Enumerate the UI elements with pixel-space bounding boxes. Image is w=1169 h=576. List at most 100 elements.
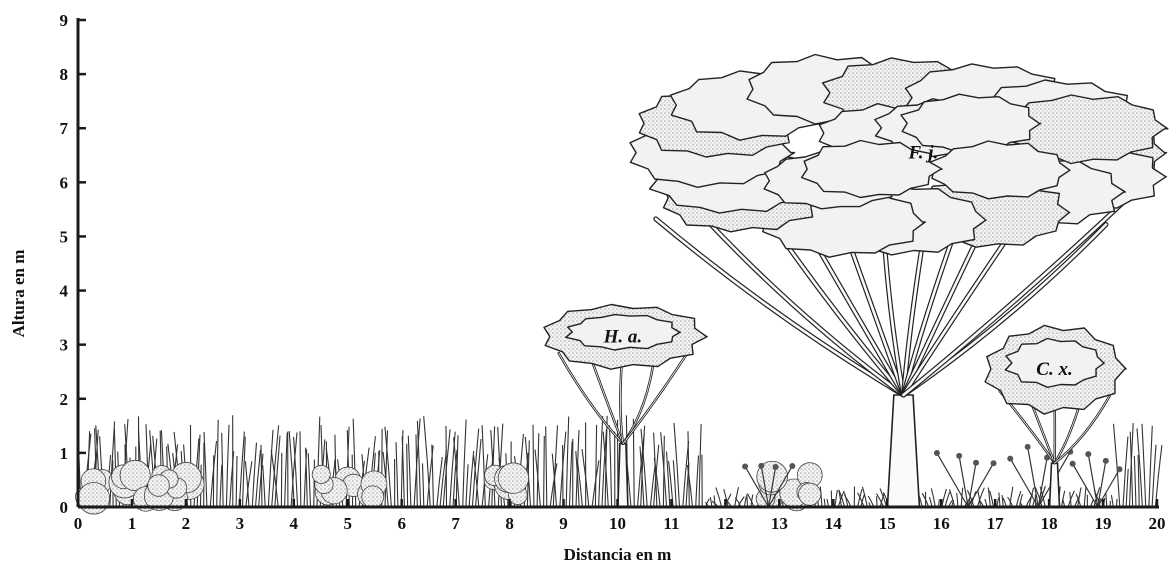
grass-blade bbox=[835, 490, 837, 507]
x-tick-label: 18 bbox=[1041, 514, 1058, 533]
herb-leaf bbox=[1117, 466, 1123, 472]
grass-blade bbox=[463, 420, 466, 508]
grass-blade bbox=[687, 465, 692, 507]
grass-blade bbox=[1126, 469, 1128, 507]
grass-blade bbox=[1114, 424, 1120, 507]
grass-blade bbox=[716, 488, 722, 508]
x-tick-label: 2 bbox=[182, 514, 191, 533]
x-tick-label: 9 bbox=[559, 514, 568, 533]
y-tick-label: 5 bbox=[60, 227, 69, 246]
grass-blade bbox=[610, 425, 612, 507]
y-axis-title: Altura en m bbox=[9, 250, 28, 338]
herb-leaf bbox=[742, 464, 748, 470]
grass-blade bbox=[1155, 445, 1162, 507]
grass-blade bbox=[285, 433, 288, 507]
y-tick-label: 0 bbox=[60, 498, 69, 517]
grass-blade bbox=[988, 488, 990, 508]
x-axis-title: Distancia en m bbox=[564, 545, 672, 564]
grass-blade bbox=[1070, 492, 1072, 507]
grass-blade bbox=[1152, 445, 1156, 507]
herb-leaf bbox=[956, 453, 962, 459]
herb-leaf bbox=[973, 460, 979, 466]
x-tick-label: 3 bbox=[236, 514, 245, 533]
grass-blade bbox=[546, 426, 547, 507]
y-tick-label: 8 bbox=[60, 65, 69, 84]
grass-blade bbox=[696, 456, 699, 508]
grass-blade bbox=[446, 426, 447, 507]
shrub-leaf-clump bbox=[799, 483, 821, 505]
grass-blade bbox=[1111, 495, 1113, 507]
x-tick-label: 5 bbox=[344, 514, 353, 533]
y-tick-label: 4 bbox=[60, 282, 69, 301]
shrub-leaf-clump bbox=[362, 486, 384, 508]
x-tick-label: 15 bbox=[879, 514, 896, 533]
species-label: H. a. bbox=[603, 327, 643, 348]
grass-blade bbox=[667, 452, 670, 507]
y-tick-label: 1 bbox=[60, 444, 69, 463]
grass-blade bbox=[236, 456, 237, 507]
y-tick-label: 2 bbox=[60, 390, 69, 409]
herb-leaf bbox=[1070, 461, 1076, 467]
x-tick-label: 13 bbox=[771, 514, 788, 533]
x-tick-label: 12 bbox=[717, 514, 734, 533]
grass-blade bbox=[1002, 495, 1003, 507]
herb-leaf bbox=[758, 463, 764, 469]
tree-trunk bbox=[887, 395, 919, 507]
x-tick-label: 16 bbox=[933, 514, 950, 533]
tree: C. x. bbox=[985, 325, 1126, 507]
x-tick-label: 6 bbox=[397, 514, 406, 533]
y-tick-label: 7 bbox=[60, 119, 69, 138]
x-tick-label: 7 bbox=[451, 514, 460, 533]
grass-blade bbox=[544, 436, 545, 507]
grass-blade bbox=[308, 453, 310, 507]
grass-blade bbox=[999, 493, 1000, 508]
shrub-leaf-clump bbox=[498, 463, 528, 493]
grass-blade bbox=[1084, 486, 1086, 507]
species-label: C. x. bbox=[1036, 359, 1072, 380]
herb-leaf bbox=[789, 463, 795, 469]
y-tick-label: 6 bbox=[60, 173, 69, 192]
grass-blade bbox=[1106, 492, 1107, 507]
shrub-leaf-clump bbox=[312, 465, 330, 483]
x-tick-label: 20 bbox=[1149, 514, 1166, 533]
tree-branch bbox=[623, 354, 687, 444]
x-tick-label: 1 bbox=[128, 514, 137, 533]
shrub-leaf-clump bbox=[148, 475, 170, 497]
grass-blade bbox=[1134, 456, 1136, 507]
grass-blade bbox=[566, 417, 569, 508]
grass-blade bbox=[674, 423, 680, 507]
grass-blade bbox=[261, 445, 262, 507]
x-tick-label: 4 bbox=[290, 514, 299, 533]
herb-leaf bbox=[1025, 444, 1031, 450]
grass-blade bbox=[747, 494, 748, 507]
grass-blade bbox=[570, 442, 573, 508]
grass-blade bbox=[424, 416, 431, 507]
shrub-leaf-clump bbox=[120, 460, 150, 490]
grass-blade bbox=[407, 444, 408, 507]
x-tick-label: 0 bbox=[74, 514, 83, 533]
x-tick-label: 17 bbox=[987, 514, 1005, 533]
grass-blade bbox=[1142, 424, 1146, 507]
x-tick-label: 14 bbox=[825, 514, 843, 533]
tree: F. j. bbox=[630, 55, 1168, 508]
x-tick-label: 8 bbox=[505, 514, 514, 533]
tree: H. a. bbox=[544, 305, 707, 508]
grass-blade bbox=[699, 424, 701, 507]
shrub-leaf-clump bbox=[78, 482, 110, 514]
y-tick-label: 9 bbox=[60, 11, 69, 30]
grass-blade bbox=[744, 497, 746, 508]
herb-leaf bbox=[773, 464, 779, 470]
grass-blade bbox=[533, 425, 534, 507]
grass-blade bbox=[314, 460, 315, 507]
grass-blade bbox=[931, 488, 935, 507]
grass-blade bbox=[437, 457, 443, 507]
grass-blade bbox=[263, 465, 266, 507]
x-tick-label: 11 bbox=[663, 514, 679, 533]
tree-trunk bbox=[1049, 463, 1059, 507]
x-tick-label: 10 bbox=[609, 514, 626, 533]
y-tick-label: 3 bbox=[60, 336, 69, 355]
grass-blade bbox=[595, 425, 596, 507]
x-tick-label: 19 bbox=[1095, 514, 1112, 533]
